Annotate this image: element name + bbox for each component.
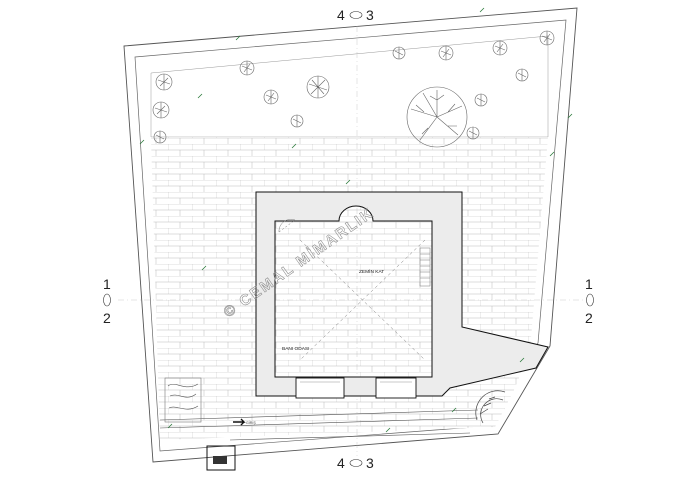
tree-12 bbox=[515, 68, 529, 82]
axis-marker-left: 1 2 bbox=[103, 276, 111, 326]
tree-8 bbox=[392, 46, 406, 60]
axis-label-bottom-left: 4 bbox=[337, 455, 345, 471]
axis-marker-right: 1 2 bbox=[585, 276, 594, 326]
axis-marker-top: 4 3 bbox=[337, 7, 374, 23]
interior-details bbox=[278, 219, 431, 361]
stair-top-left bbox=[278, 219, 296, 233]
garden-trees bbox=[152, 30, 555, 148]
tree-11 bbox=[539, 30, 555, 46]
tree-1 bbox=[155, 73, 173, 91]
outer-boundary-wall bbox=[123, 7, 578, 463]
tree-4 bbox=[239, 60, 255, 76]
tree-6 bbox=[306, 75, 330, 99]
axis-label-left-bottom: 2 bbox=[103, 310, 111, 326]
tree-9 bbox=[438, 45, 454, 61]
axis-label-bottom-right: 3 bbox=[366, 455, 374, 471]
tree-5 bbox=[263, 89, 279, 105]
dimension-ticks bbox=[139, 7, 573, 433]
entrance-label: GİRİŞ bbox=[246, 420, 256, 425]
axis-label-top-right: 3 bbox=[366, 7, 374, 23]
entrance: GİRİŞ bbox=[233, 418, 256, 426]
stair-right bbox=[419, 247, 431, 287]
building-bays bbox=[295, 377, 417, 399]
axis-label-top-left: 4 bbox=[337, 7, 345, 23]
southeast-stair bbox=[475, 390, 506, 424]
axis-label-right-top: 1 bbox=[585, 276, 593, 292]
tree-2 bbox=[152, 101, 170, 119]
room-label-main-hall: ZEMİN KAT bbox=[359, 268, 384, 275]
room-label-bath: BANI ODASI bbox=[282, 346, 309, 352]
tree-13 bbox=[474, 93, 488, 107]
south-front bbox=[159, 377, 479, 441]
axis-label-left-top: 1 bbox=[103, 276, 111, 292]
axis-label-right-bottom: 2 bbox=[585, 310, 593, 326]
tree-7 bbox=[290, 114, 304, 128]
courtyard-edge bbox=[150, 35, 549, 138]
tree-14 bbox=[466, 126, 480, 140]
tree-large bbox=[406, 86, 468, 148]
tree-10 bbox=[492, 40, 508, 56]
entrance-arrow-icon bbox=[233, 418, 246, 426]
tree-3 bbox=[153, 130, 167, 144]
axis-marker-bottom: 4 3 bbox=[337, 455, 374, 471]
annex bbox=[206, 445, 236, 471]
